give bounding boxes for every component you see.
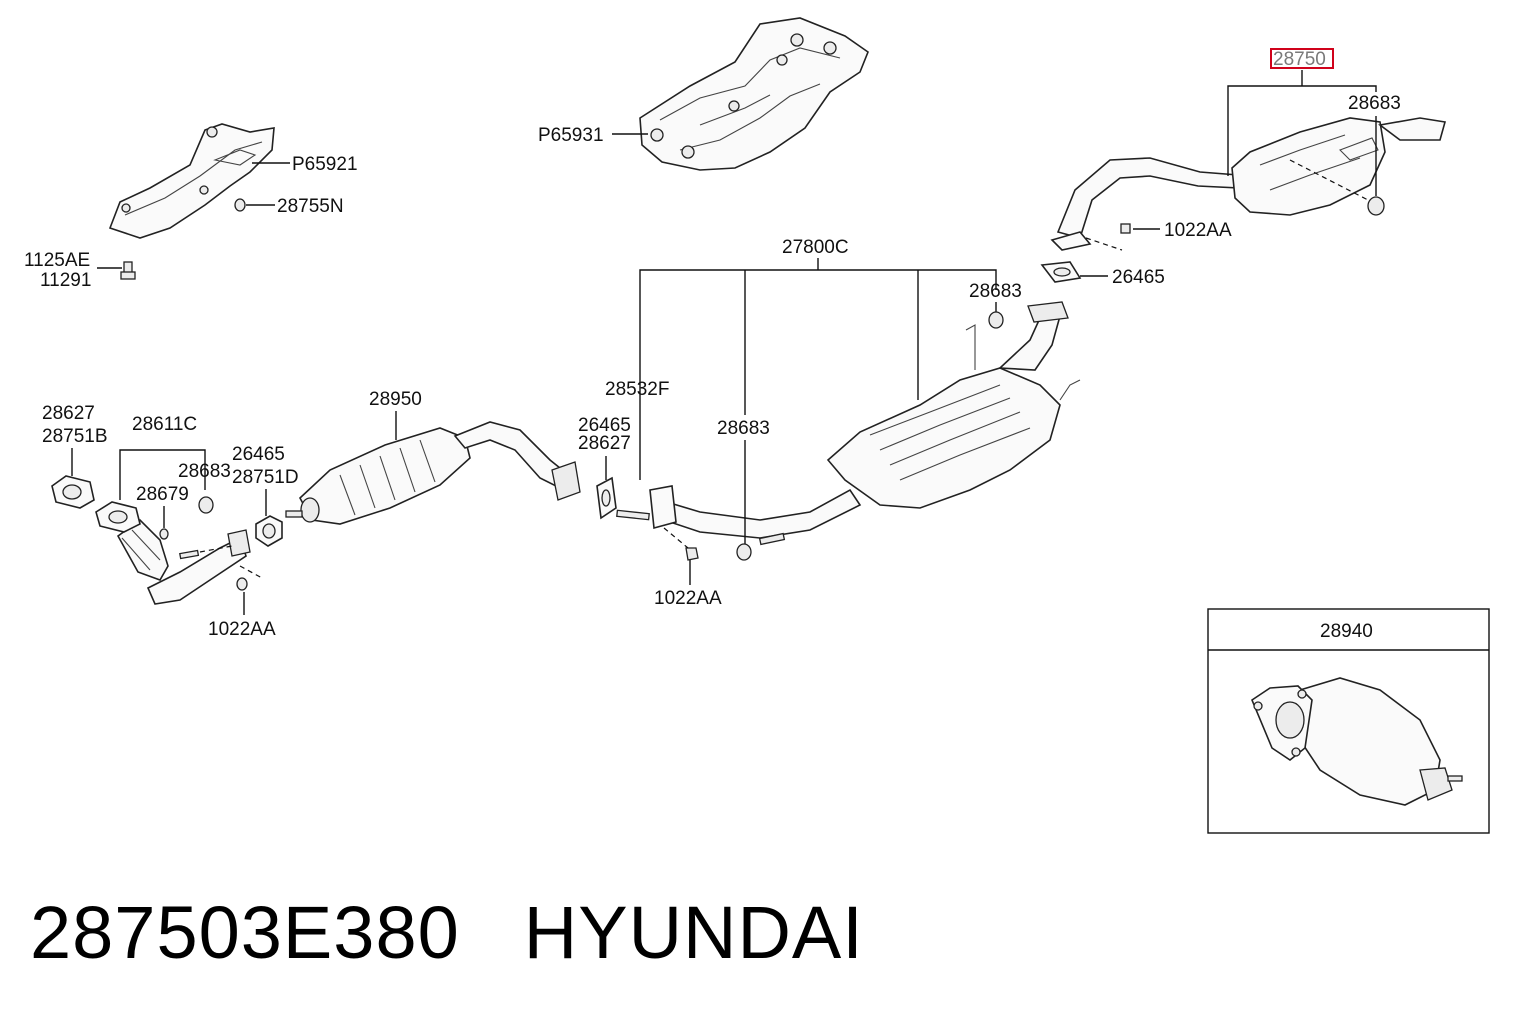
label-1022aa-center[interactable]: 1022AA [654,588,722,609]
label-28950[interactable]: 28950 [369,389,422,410]
label-28627-center[interactable]: 28627 [578,433,631,454]
catalyst-28940-illustration [1251,677,1463,806]
label-28683-center[interactable]: 28683 [717,418,770,439]
label-28751d[interactable]: 28751D [232,467,299,488]
label-27800c[interactable]: 27800C [782,237,849,258]
label-1125ae[interactable]: 1125AE [24,250,90,271]
label-26465-center[interactable]: 26465 [578,415,631,436]
heat-shield-p65931[interactable] [639,17,869,171]
nut-28755n[interactable] [234,198,246,212]
label-28940[interactable]: 28940 [1320,621,1373,642]
heat-shield-p65921[interactable] [108,123,275,239]
stud-center[interactable] [758,532,786,546]
highlight-box-28750 [1270,48,1334,69]
footer-bar [0,848,1515,1017]
nut-1022aa-left[interactable] [236,577,248,591]
exhaust-parts-diagram: P65931 P65921 28755N 1125AE 11291 28750 … [24,17,1490,834]
label-p65931[interactable]: P65931 [538,125,604,146]
label-28611c[interactable]: 28611C [132,414,197,435]
label-28755n[interactable]: 28755N [277,196,344,217]
bolt-1125ae[interactable] [120,261,136,280]
stud-28532f[interactable] [616,509,650,521]
label-28532f[interactable]: 28532F [605,379,669,400]
hanger-28683-mid[interactable] [988,311,1004,329]
label-28751b[interactable]: 28751B [42,426,108,447]
nut-1022aa-center[interactable] [685,547,699,561]
flange-28611c[interactable] [95,501,141,533]
nut-1022aa-right[interactable] [1120,223,1131,234]
gasket-26465-center[interactable] [596,476,617,520]
label-28683-mid[interactable]: 28683 [969,281,1022,302]
center-muffler-27800c[interactable] [649,301,1081,539]
label-28627-left[interactable]: 28627 [42,403,95,424]
nut-28679[interactable] [159,528,169,540]
label-28683-left[interactable]: 28683 [178,461,231,482]
label-28679[interactable]: 28679 [136,484,189,505]
gasket-28627-left[interactable] [51,475,95,509]
label-26465-right[interactable]: 26465 [1112,267,1165,288]
hanger-28683-left[interactable] [198,496,214,514]
inset-box-28940[interactable]: 28940 [1207,608,1490,834]
front-pipe-28611c[interactable] [116,518,251,605]
hanger-28683-center[interactable] [736,543,752,561]
label-11291[interactable]: 11291 [40,270,91,291]
label-1022aa-right[interactable]: 1022AA [1164,220,1232,241]
label-28750[interactable]: 28750 [1273,49,1326,70]
catalytic-converter-28950[interactable] [285,421,581,525]
brand-name: HYUNDAI [523,891,864,974]
hanger-28683-top[interactable] [1367,196,1385,216]
rear-muffler-28750[interactable] [1050,117,1447,251]
footer-title: 287503E380 HYUNDAI [30,890,864,975]
stud-front-pipe[interactable] [179,549,200,560]
part-number: 287503E380 [30,891,460,974]
label-1022aa-left[interactable]: 1022AA [208,619,276,640]
label-p65921[interactable]: P65921 [292,154,358,175]
label-26465-left[interactable]: 26465 [232,444,285,465]
label-28683-top[interactable]: 28683 [1348,93,1401,114]
gasket-26465-right[interactable] [1040,261,1082,283]
gasket-26465-left[interactable] [255,515,283,547]
